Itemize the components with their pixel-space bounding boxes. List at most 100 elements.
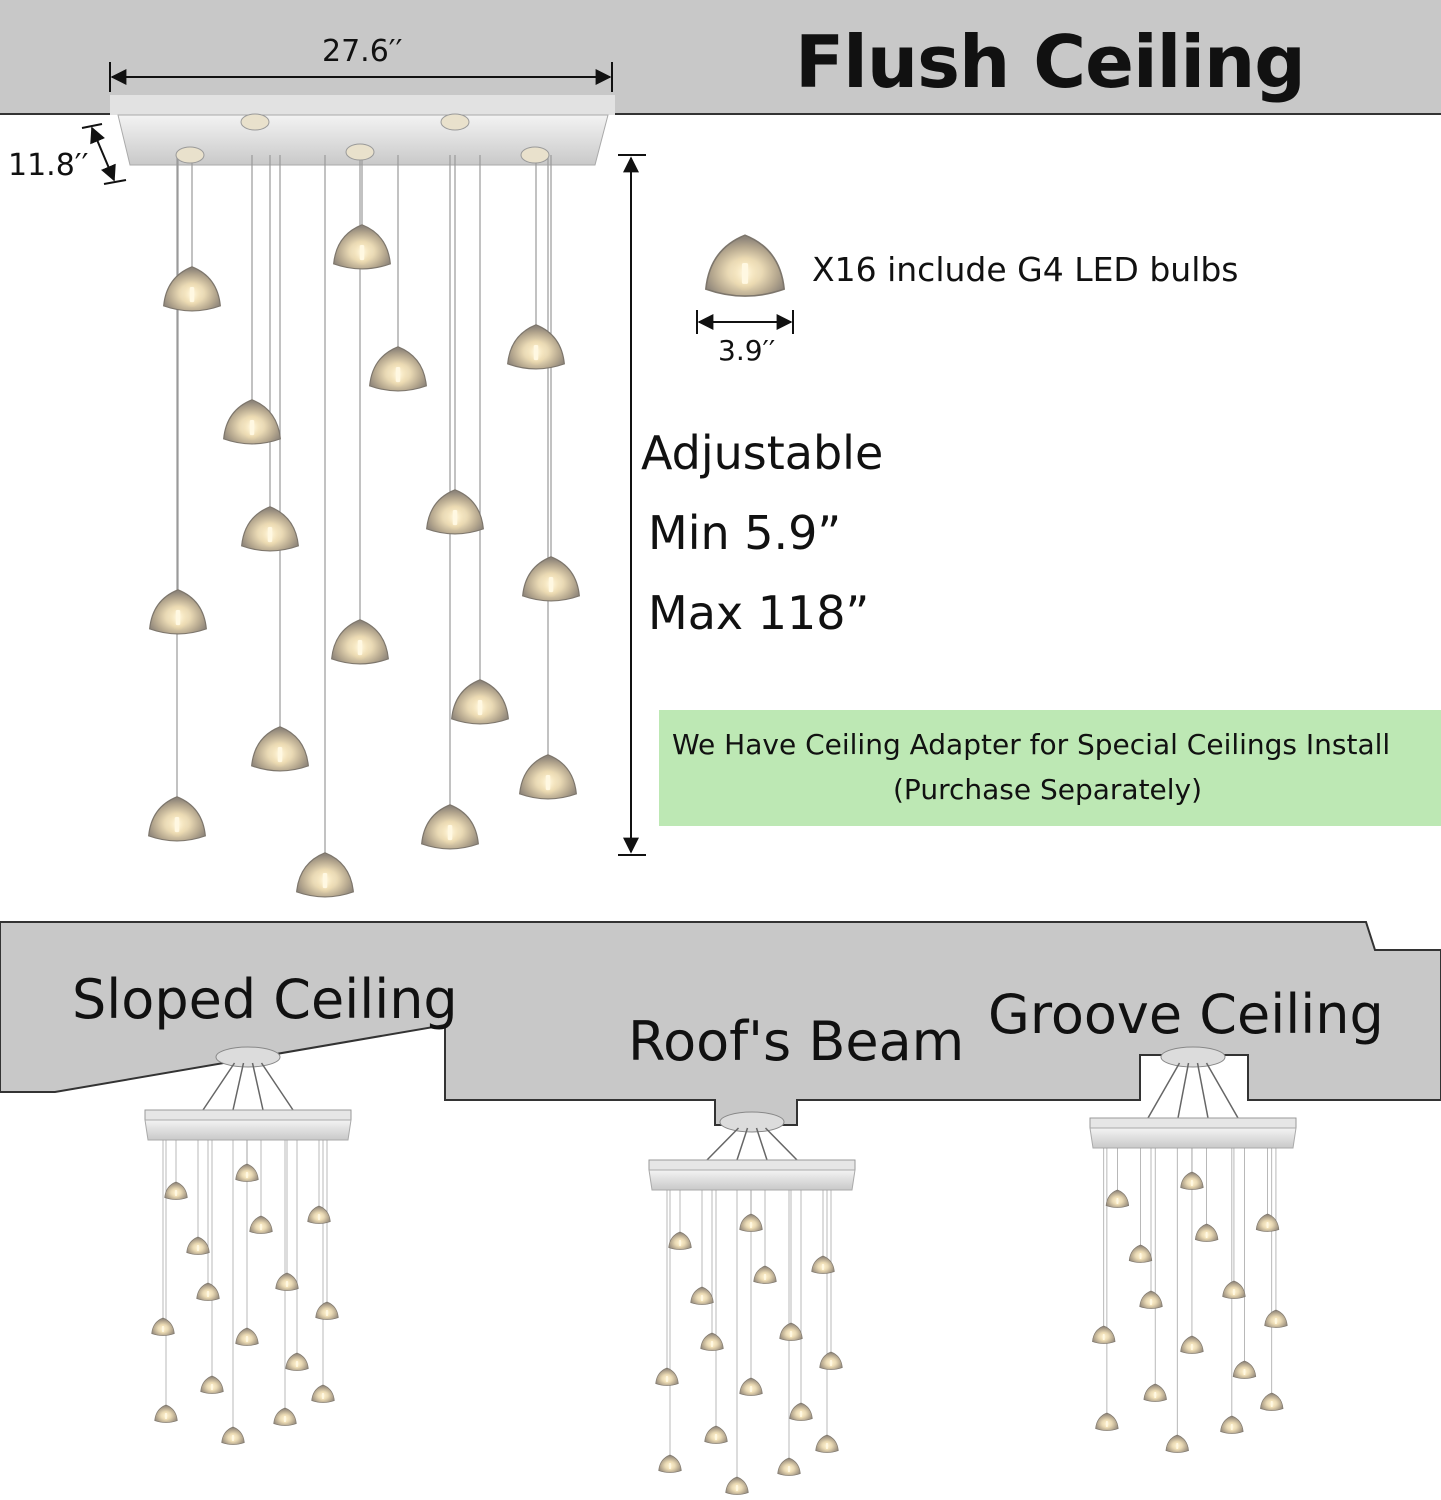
main-pendants [148, 113, 580, 898]
crystal-bulb-icon [148, 796, 206, 842]
crystal-bulb-icon [739, 1377, 763, 1396]
hanger-cable [251, 1062, 264, 1111]
crystal-bulb-icon [235, 1163, 259, 1182]
mini-plate [144, 1119, 352, 1141]
crystal-bulb-icon [1105, 1189, 1130, 1208]
crystal-bulb-icon [519, 754, 577, 800]
hanger-cable [1177, 1062, 1190, 1119]
crystal-bulb-icon [725, 1476, 749, 1495]
crystal-bulb-icon [507, 324, 565, 370]
groove-ceiling-label: Groove Ceiling [988, 983, 1384, 1046]
socket-icon [440, 113, 470, 131]
crystal-bulb-icon [275, 1272, 299, 1291]
crystal-bulb-icon [235, 1327, 259, 1346]
adapter-canopy [719, 1111, 785, 1133]
adjustable-min: Min 5.9” [648, 506, 842, 560]
bulb-width-label: 3.9′′ [718, 334, 776, 367]
crystal-bulb-icon [1222, 1280, 1246, 1299]
crystal-bulb-icon [426, 489, 484, 535]
mini-plate-top [1089, 1117, 1297, 1129]
adapter-note-line2: (Purchase Separately) [893, 773, 1203, 806]
crystal-bulb-icon [522, 556, 580, 602]
hanger-cable [232, 1062, 245, 1111]
crystal-bulb-icon [196, 1282, 220, 1301]
crystal-bulb-icon [819, 1351, 843, 1370]
adapter-note-box [659, 710, 1441, 826]
crystal-bulb-icon [753, 1265, 777, 1284]
crystal-bulb-icon [1220, 1415, 1244, 1434]
crystal-bulb-icon [1180, 1171, 1204, 1190]
crystal-bulb-icon [421, 804, 479, 850]
crystal-bulb-icon [285, 1352, 309, 1371]
crystal-bulb-icon [369, 346, 427, 392]
socket-icon [520, 146, 550, 164]
crystal-bulb-icon [700, 1332, 724, 1351]
hanger-cable [1147, 1062, 1181, 1119]
crystal-bulb-icon [149, 589, 207, 635]
mini-plate [1089, 1127, 1297, 1149]
crystal-bulb-icon [668, 1231, 692, 1250]
groove-ceiling-fixture [1089, 1046, 1297, 1453]
crystal-bulb-icon [1232, 1360, 1257, 1379]
width-dimension [109, 62, 613, 92]
mini-plate-top [648, 1159, 856, 1171]
crystal-bulb-icon [249, 1215, 273, 1234]
crystal-bulb-icon [779, 1322, 803, 1341]
crystal-bulb-icon [241, 506, 299, 552]
hanger-cable [1196, 1062, 1209, 1119]
height-dimension [618, 154, 646, 856]
hanger-cable [260, 1062, 294, 1111]
crystal-bulb-icon [451, 679, 509, 725]
special-ceiling-profile [0, 921, 1441, 1126]
crystal-bulb-icon [1264, 1309, 1288, 1328]
hanger-cable [706, 1127, 740, 1161]
crystal-bulb-icon [1095, 1412, 1119, 1431]
adjustable-max: Max 118” [648, 586, 870, 640]
crystal-bulb-icon [296, 852, 354, 898]
crystal-bulb-icon [1260, 1392, 1284, 1411]
page-title: Flush Ceiling [795, 20, 1306, 104]
mini-plate-top [144, 1109, 352, 1121]
crystal-bulb-icon [1165, 1434, 1189, 1453]
crystal-bulb-icon [221, 1426, 245, 1445]
crystal-bulb-icon [1180, 1335, 1204, 1354]
crystal-bulb-icon [311, 1384, 335, 1403]
crystal-bulb-icon [307, 1205, 331, 1224]
crystal-bulb-icon [704, 1425, 728, 1444]
crystal-bulb-icon [1092, 1325, 1116, 1344]
crystal-bulb-icon [811, 1255, 835, 1274]
crystal-bulb-icon [777, 1457, 801, 1476]
crystal-bulb-icon [1143, 1383, 1167, 1402]
crystal-bulb-icon [658, 1454, 682, 1473]
crystal-bulb-icon [704, 234, 786, 297]
hanger-cable [202, 1062, 236, 1111]
crystal-bulb-icon [690, 1286, 714, 1305]
adapter-canopy [215, 1046, 281, 1068]
crystal-bulb-icon [789, 1402, 813, 1421]
crystal-bulb-icon [163, 266, 221, 312]
roof-beam-label: Roof's Beam [628, 1010, 965, 1073]
hanger-cable [764, 1127, 798, 1161]
crystal-bulb-icon [1255, 1213, 1280, 1232]
hanger-cable [736, 1127, 749, 1161]
socket-icon [345, 143, 375, 161]
width-label: 27.6′′ [322, 34, 403, 69]
crystal-bulb-icon [151, 1317, 175, 1336]
crystal-bulb-icon [655, 1367, 679, 1386]
crystal-bulb-icon [815, 1434, 839, 1453]
sloped-ceiling-fixture [144, 1046, 352, 1445]
adapter-canopy [1160, 1046, 1226, 1068]
bulb-width-dimension [696, 310, 794, 334]
crystal-bulb-icon [186, 1236, 210, 1255]
crystal-bulb-icon [200, 1375, 224, 1394]
crystal-bulb-icon [739, 1213, 763, 1232]
hanger-cable [1205, 1062, 1239, 1119]
depth-dimension [81, 123, 127, 185]
socket-icon [175, 146, 205, 164]
socket-icon [240, 113, 270, 131]
bulb-sample-icon [704, 234, 786, 297]
crystal-bulb-icon [315, 1301, 339, 1320]
main-canopy [110, 95, 615, 166]
crystal-bulb-icon [164, 1181, 188, 1200]
mini-plate [648, 1169, 856, 1191]
